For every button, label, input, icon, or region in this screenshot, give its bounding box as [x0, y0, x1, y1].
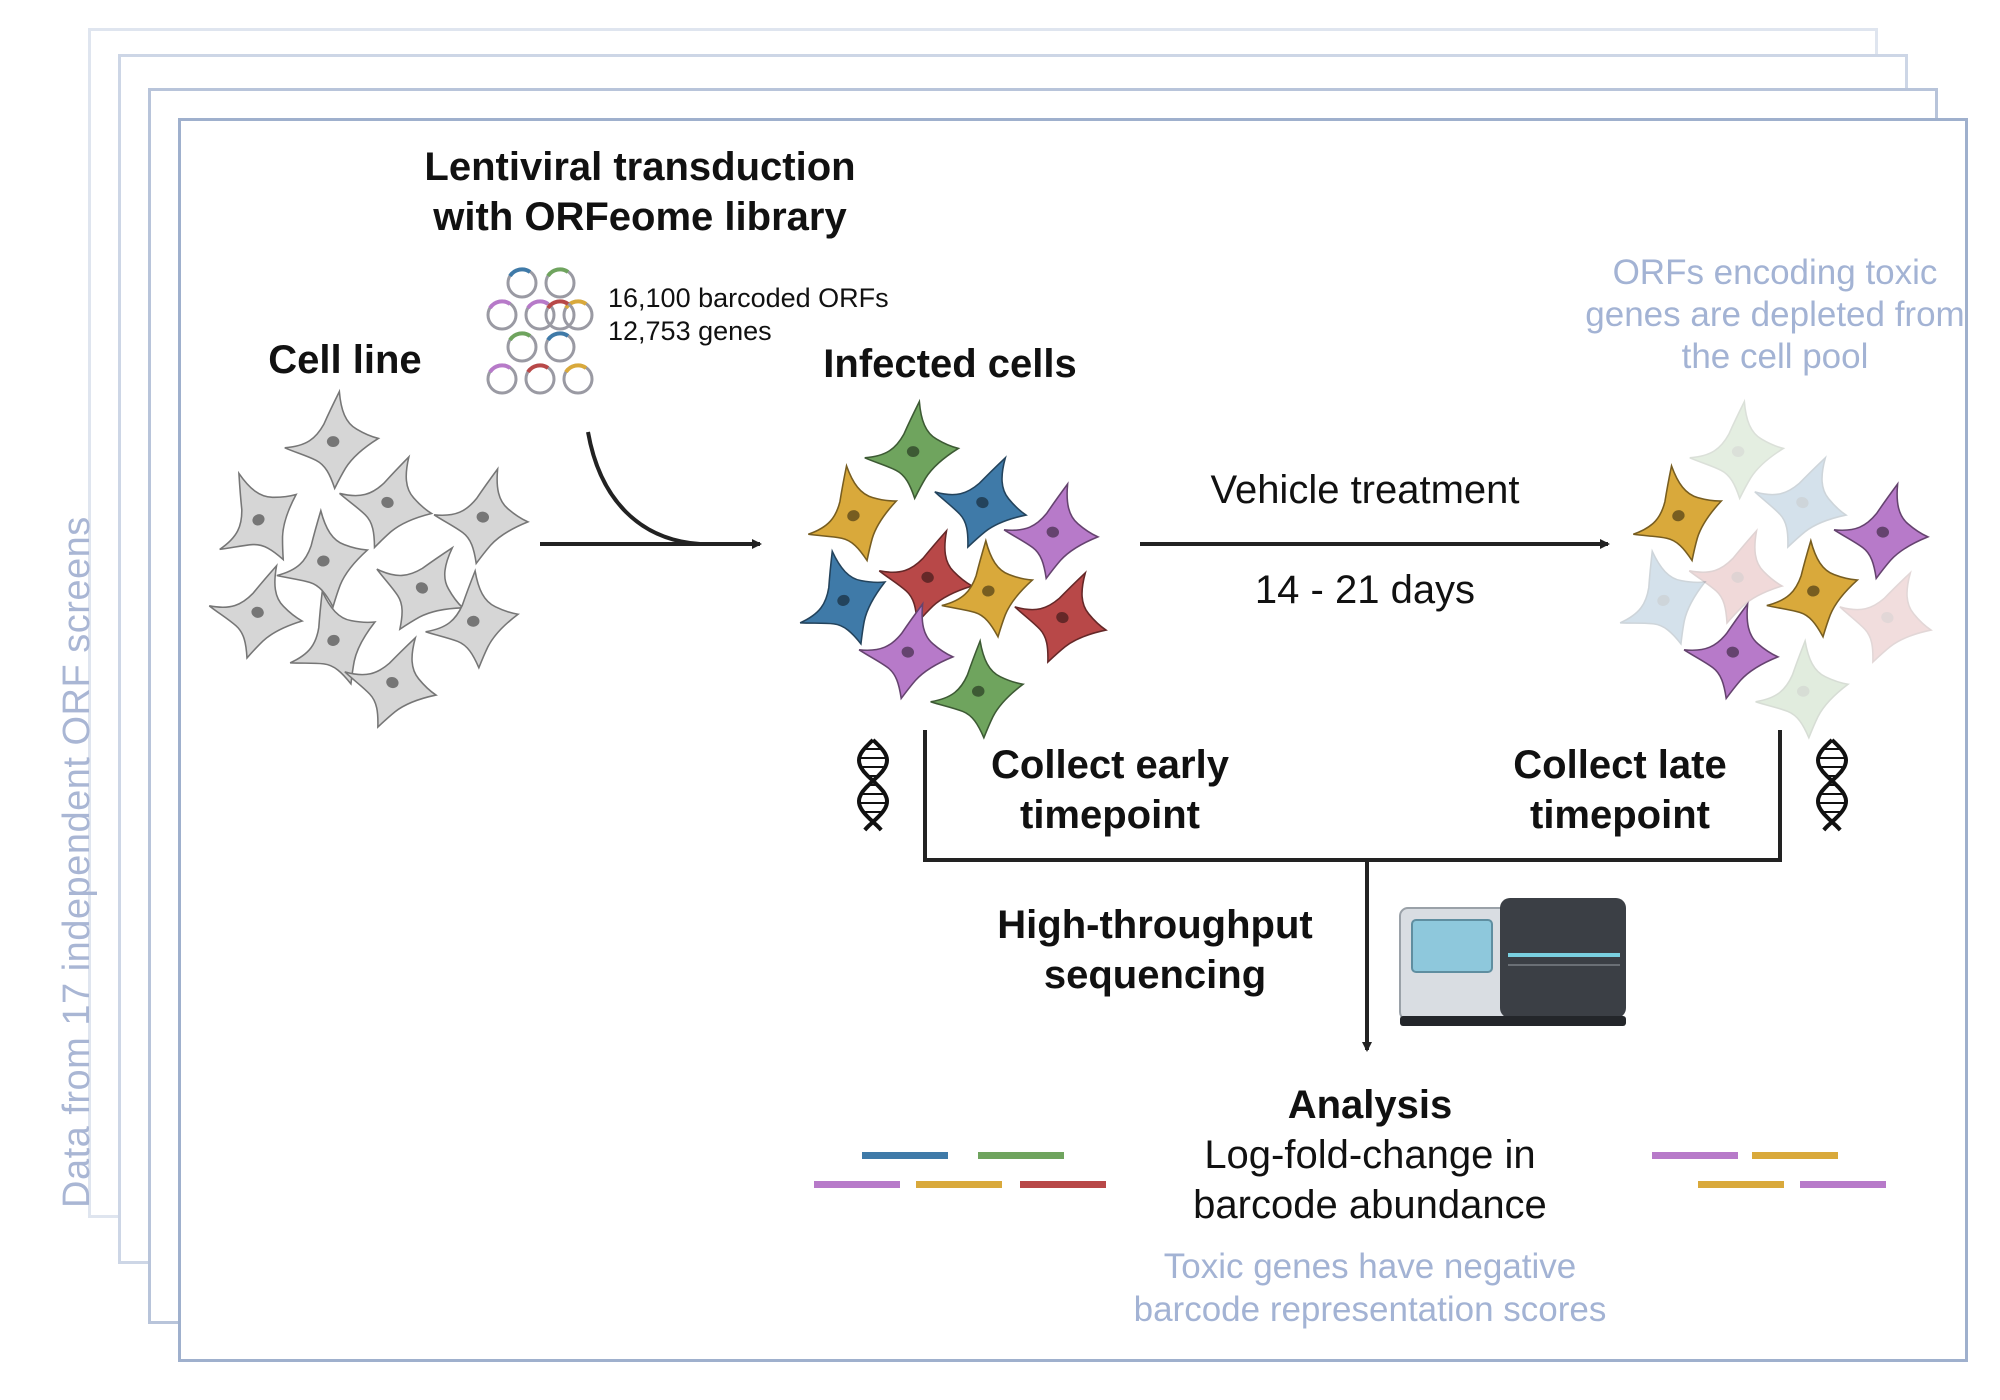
library-title-line2: with ORFeome library: [433, 195, 847, 239]
barcode-bar: [1752, 1152, 1838, 1159]
cell-icon: [1676, 593, 1787, 707]
cell-icon: [1688, 400, 1785, 500]
late-cells-group: [1600, 400, 1948, 743]
toxic-negative-line1: Toxic genes have negative: [1163, 1247, 1577, 1286]
cell-icon: [793, 454, 911, 575]
cell-icon: [780, 537, 903, 662]
collect-late-label: Collect late timepoint: [1470, 740, 1770, 840]
analysis-line1: Log-fold-change in: [1204, 1133, 1536, 1177]
toxic-negative-line2: barcode representation scores: [1133, 1290, 1607, 1329]
cell-icon: [190, 453, 322, 586]
plasmid-icon: [544, 267, 576, 299]
plasmid-icon: [486, 299, 518, 331]
collection-bracket: [923, 730, 1782, 1052]
plasmid-icon: [562, 299, 594, 331]
dna-icon: [856, 738, 890, 832]
plasmid-icon: [544, 299, 576, 331]
cell-icon: [270, 577, 393, 702]
barcode-bar: [814, 1181, 900, 1188]
cell-line-group: [190, 390, 537, 743]
barcode-bar: [1698, 1181, 1784, 1188]
cell-icon: [266, 503, 377, 617]
plasmid-icon: [506, 267, 538, 299]
plasmid-icon: [524, 363, 556, 395]
cell-icon: [198, 550, 316, 671]
cell-icon: [1678, 515, 1796, 636]
analysis-title: Analysis: [1287, 1083, 1453, 1127]
plasmid-library-icons: [486, 267, 594, 395]
sequencer-icon: [1399, 898, 1626, 1026]
infected-cells-title: Infected cells: [823, 342, 1077, 386]
cell-icon: [419, 566, 524, 673]
library-title: Lentiviral transduction with ORFeome lib…: [380, 142, 900, 242]
cell-icon: [996, 473, 1107, 587]
collect-early-line2: timepoint: [1020, 793, 1200, 837]
cell-icon: [1740, 438, 1863, 563]
toxic-negative-note: Toxic genes have negative barcode repres…: [1070, 1245, 1670, 1331]
vehicle-treatment-label: Vehicle treatment: [1210, 468, 1520, 512]
duration-label: 14 - 21 days: [1254, 568, 1476, 612]
toxic-depletion-note: ORFs encoding toxic genes are depleted f…: [1540, 252, 2000, 378]
collect-late-line2: timepoint: [1530, 793, 1710, 837]
cell-icon: [868, 515, 986, 636]
barcode-bars: [814, 1152, 1886, 1188]
sequencing-line2: sequencing: [1043, 953, 1267, 997]
library-stats: 16,100 barcoded ORFs 12,753 genes: [608, 282, 889, 348]
analysis-line2: barcode abundance: [1193, 1183, 1547, 1227]
plasmid-icon: [524, 299, 556, 331]
dna-icon: [1815, 738, 1849, 832]
barcode-bar: [1020, 1181, 1106, 1188]
cell-icon: [851, 593, 962, 707]
cell-icon: [283, 390, 380, 490]
cell-icon: [931, 533, 1042, 647]
barcode-bar: [916, 1181, 1002, 1188]
infected-cells-group: [780, 400, 1123, 743]
barcode-bar: [978, 1152, 1064, 1159]
toxic-note-line1: ORFs encoding toxic: [1612, 253, 1938, 292]
barcode-bar: [1652, 1152, 1738, 1159]
plasmid-icon: [486, 363, 518, 395]
cell-icon: [426, 458, 537, 572]
plasmid-icon: [506, 331, 538, 363]
barcode-bar: [1800, 1181, 1886, 1188]
sequencing-label: High-throughput sequencing: [960, 900, 1350, 1000]
sequencing-line1: High-throughput: [997, 903, 1313, 947]
cell-icon: [1618, 454, 1736, 575]
cell-icon: [1749, 636, 1854, 743]
toxic-note-line2: genes are depleted from: [1585, 295, 1965, 334]
collect-late-line1: Collect late: [1513, 743, 1727, 787]
library-stat-orfs: 16,100 barcoded ORFs: [608, 283, 889, 313]
cell-icon: [326, 439, 447, 562]
plasmid-icon: [562, 363, 594, 395]
cell-line-title: Cell line: [268, 338, 422, 382]
cell-icon: [920, 438, 1043, 563]
cell-icon: [1825, 553, 1948, 678]
cell-icon: [1600, 537, 1723, 662]
library-curve-arrow: [586, 431, 701, 546]
plasmid-icon: [544, 331, 576, 363]
barcode-bar: [862, 1152, 948, 1159]
cell-icon: [1756, 533, 1867, 647]
cell-icon: [863, 400, 960, 500]
cell-icon: [1826, 473, 1937, 587]
cell-icon: [924, 636, 1029, 743]
cell-icon: [330, 618, 453, 743]
collect-early-line1: Collect early: [991, 743, 1229, 787]
collect-early-label: Collect early timepoint: [960, 740, 1260, 840]
library-title-line1: Lentiviral transduction: [424, 145, 856, 189]
cell-icon: [355, 519, 487, 652]
cell-icon: [1000, 553, 1123, 678]
library-stat-genes: 12,753 genes: [608, 316, 772, 346]
analysis-block: Analysis Log-fold-change in barcode abun…: [1130, 1080, 1610, 1230]
toxic-note-line3: the cell pool: [1681, 337, 1869, 376]
